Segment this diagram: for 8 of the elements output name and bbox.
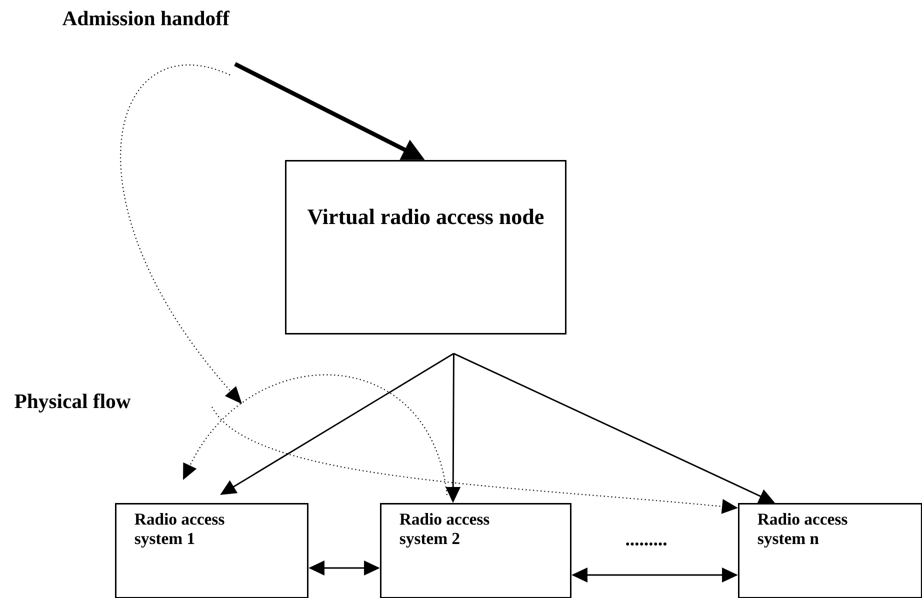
system-box: Radio access system 2 — [380, 503, 572, 598]
heading: Physical flow — [14, 393, 131, 412]
node-box: Virtual radio access node — [285, 160, 566, 335]
heading: Admission handoff — [62, 10, 230, 26]
system-box: Radio access system 1 — [115, 503, 308, 598]
system-box: Radio access system n — [738, 503, 922, 598]
dotted-arrow — [183, 374, 448, 496]
ellipsis: ......... — [626, 542, 666, 546]
